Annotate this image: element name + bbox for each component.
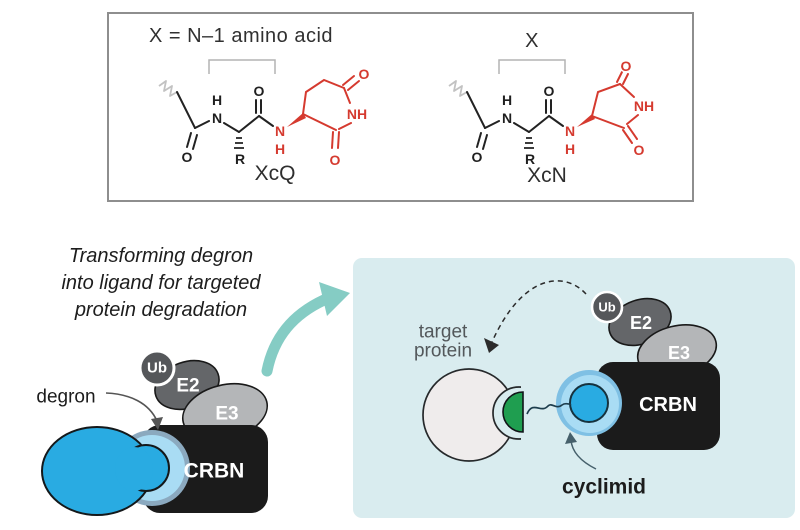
cyclimid-pointer-arrow <box>570 439 597 470</box>
atom-label: O <box>544 83 555 99</box>
bond <box>528 115 550 133</box>
xcq-name-label: XcQ <box>254 162 296 185</box>
ring-bond <box>626 114 639 125</box>
bond <box>466 91 486 129</box>
atom-label: O <box>254 83 265 99</box>
atom-label: H <box>502 92 512 108</box>
atom-label: O <box>621 58 632 74</box>
double-bond-o <box>476 132 488 150</box>
atom-label: O <box>182 149 193 165</box>
ub-label: Ub <box>147 360 167 377</box>
bond <box>194 120 210 129</box>
atom-label: N <box>212 110 222 126</box>
structures-box <box>107 12 694 202</box>
ring-bond <box>619 83 635 98</box>
xcn-annotation: X <box>525 30 539 52</box>
atom-label: O <box>359 66 370 82</box>
dashed-wedge-r <box>524 137 534 149</box>
degron-label: degron <box>36 387 95 408</box>
ubiquitin-circle <box>138 349 176 387</box>
atom-label: N <box>565 123 575 139</box>
ring-bond <box>302 113 337 131</box>
target-protein-label-line2: protein <box>414 341 472 362</box>
cyclimid-pointer-arrowhead-icon <box>565 432 577 444</box>
e3-label: E3 <box>668 343 690 363</box>
double-bond-o <box>545 99 552 114</box>
double-bond-o <box>186 132 198 150</box>
wedge-bond <box>287 113 306 127</box>
bracket <box>208 59 276 74</box>
e2-label: E2 <box>176 376 199 397</box>
caption: Transforming degron into ligand for targ… <box>8 243 314 324</box>
crbn-label: CRBN <box>639 394 697 416</box>
transfer-arrowhead-icon <box>484 338 499 353</box>
atom-label: N <box>502 110 512 126</box>
squiggle-bond <box>158 80 178 97</box>
bond <box>176 91 196 129</box>
degron-complex-diagram: E2 Ub E3 CRBN degron <box>36 282 350 516</box>
bond <box>238 115 260 133</box>
atom-label: O <box>330 152 341 168</box>
bond <box>223 122 240 133</box>
linker-squiggle <box>526 402 572 415</box>
bond <box>258 115 274 127</box>
wedge-bond <box>577 114 595 127</box>
bracket <box>498 59 566 74</box>
blob-junction <box>115 447 153 491</box>
bond <box>484 120 500 129</box>
caption-line: Transforming degron <box>68 245 254 267</box>
atom-label: O <box>634 142 645 158</box>
transform-arrow <box>261 294 330 377</box>
cyclimid-circle <box>569 383 609 423</box>
degron-mimic-wedge <box>502 391 524 433</box>
notch-mask <box>521 383 555 445</box>
atom-label: R <box>525 151 535 167</box>
atom-label: O <box>472 149 483 165</box>
squiggle-bond <box>448 80 468 97</box>
caption-line: into ligand for targeted <box>61 272 261 294</box>
atom-label: H <box>565 141 575 157</box>
double-bond-o <box>255 99 262 114</box>
double-bond-o <box>342 75 360 91</box>
atom-label: NH <box>347 106 367 122</box>
atom-label: H <box>212 92 222 108</box>
ring-bond <box>338 122 352 130</box>
double-bond-o <box>622 125 638 144</box>
atom-label: H <box>275 141 285 157</box>
ubiquitin-circle <box>590 290 624 324</box>
degron-pointer-arrowhead-icon <box>151 417 163 430</box>
atom-label: R <box>235 151 245 167</box>
dashed-wedge-r <box>234 137 244 149</box>
ubiquitin-transfer-arrow <box>491 280 587 343</box>
ternary-complex-panel: E2 Ub E3 CRBN target protein cyclimid <box>353 258 795 518</box>
ring-bond <box>591 115 625 129</box>
ub-label: Ub <box>598 300 615 315</box>
transform-arrowhead-icon <box>319 282 350 316</box>
atom-label: N <box>275 123 285 139</box>
target-protein-label-line1: target <box>419 322 468 343</box>
caption-line: protein degradation <box>74 299 248 321</box>
xcq-annotation: X = N–1 amino acid <box>148 25 334 47</box>
crbn-label: CRBN <box>184 460 245 483</box>
xcn-name-label: XcN <box>527 164 567 187</box>
degron-pointer-arrow <box>105 392 158 422</box>
e2-label: E2 <box>630 313 652 333</box>
cyclimid-label: cyclimid <box>562 476 646 499</box>
double-bond-o <box>616 71 629 85</box>
bond <box>513 122 530 133</box>
e3-label: E3 <box>215 404 238 425</box>
ring-bond <box>302 78 345 115</box>
double-bond-o <box>331 131 340 149</box>
ring-bond <box>591 83 621 117</box>
ring-bond <box>343 87 351 104</box>
atom-label: NH <box>634 98 654 114</box>
bond <box>548 115 564 127</box>
crbn-body <box>597 362 720 450</box>
